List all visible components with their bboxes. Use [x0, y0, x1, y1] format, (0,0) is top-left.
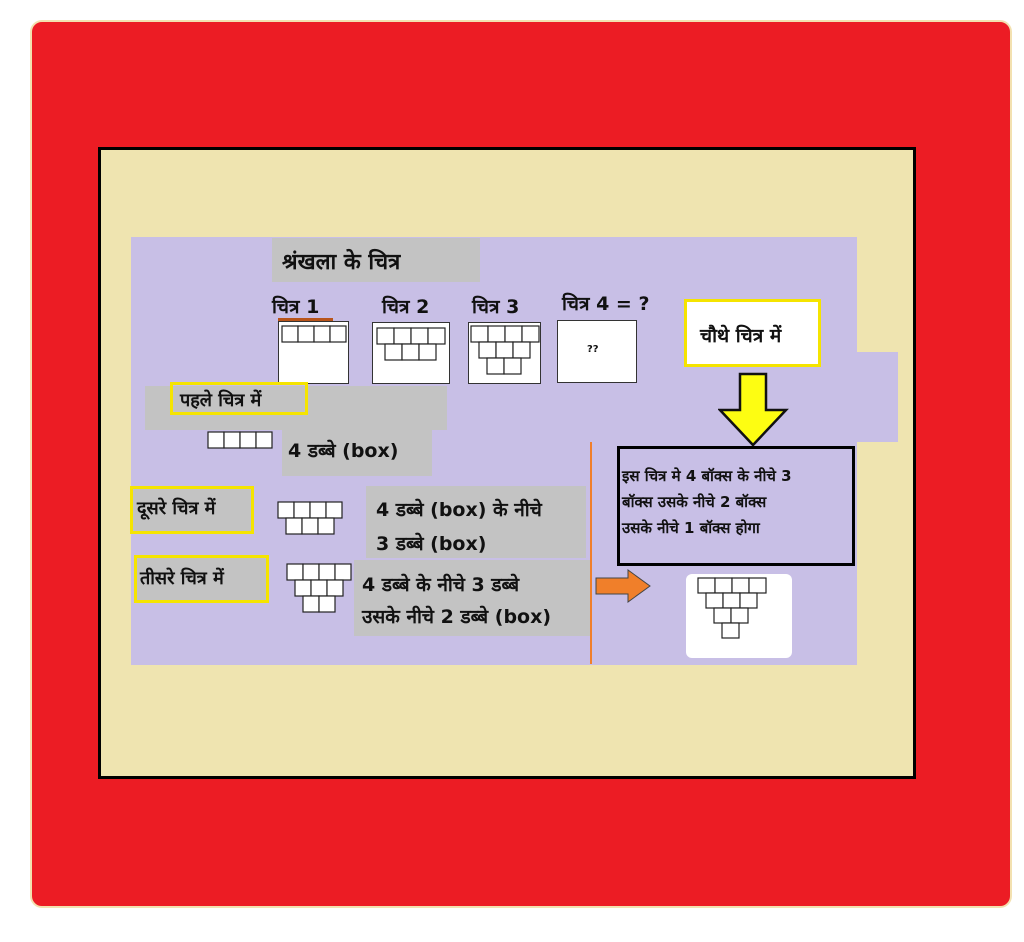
- figure-2-label: चित्र 2: [382, 296, 430, 318]
- figure-1-frame: [278, 321, 349, 384]
- section-divider: [590, 442, 592, 664]
- page-title: श्रंखला के चित्र: [282, 250, 401, 275]
- figure-4-frame: [557, 320, 637, 383]
- answer-figure-card: [686, 574, 792, 658]
- third-figure-desc-bar: [354, 560, 590, 636]
- fourth-figure-callout: [684, 299, 821, 367]
- second-figure-highlight: [130, 486, 254, 534]
- first-figure-bar: [145, 386, 447, 430]
- first-figure-desc: 4 डब्बे (box): [288, 440, 399, 462]
- figure-2-boxes: [376, 327, 446, 361]
- down-arrow-icon: [718, 372, 789, 447]
- figure-4-unknown: ??: [587, 344, 599, 355]
- second-figure-desc-bar: [366, 486, 586, 558]
- answer-box: [617, 446, 855, 566]
- third-figure-desc-line2: उसके नीचे 2 डब्बे (box): [362, 606, 552, 628]
- figure-1-label: चित्र 1: [272, 296, 320, 318]
- second-figure-label: दूसरे चित्र में: [137, 498, 216, 519]
- figure-3-label: चित्र 3: [472, 296, 520, 318]
- figure-2-frame: [372, 322, 450, 384]
- second-figure-boxes: [277, 501, 343, 535]
- answer-line-2: बॉक्स उसके नीचे 2 बॉक्स: [622, 493, 767, 511]
- figure-4-label: चित्र 4 = ?: [562, 293, 650, 315]
- fourth-figure-label: चौथे चित्र में: [700, 325, 782, 347]
- answer-figure-boxes: [697, 577, 767, 639]
- first-figure-highlight: [170, 382, 308, 415]
- second-figure-desc-line2: 3 डब्बे (box): [376, 533, 487, 555]
- lavender-board-tab: [845, 352, 898, 442]
- right-arrow-icon: [595, 569, 651, 603]
- title-bar: [272, 238, 480, 282]
- answer-line-1: इस चित्र मे 4 बॉक्स के नीचे 3: [622, 467, 792, 485]
- figure-1-boxes: [281, 325, 347, 343]
- first-figure-boxes: [207, 431, 273, 449]
- third-figure-highlight: [134, 555, 269, 603]
- second-figure-desc-line1: 4 डब्बे (box) के नीचे: [376, 499, 542, 521]
- figure-1-underline: [278, 318, 333, 322]
- third-figure-desc-line1: 4 डब्बे के नीचे 3 डब्बे: [362, 574, 520, 596]
- first-figure-label: पहले चित्र में: [180, 390, 262, 411]
- third-figure-boxes: [286, 563, 352, 613]
- third-figure-label: तीसरे चित्र में: [140, 568, 224, 589]
- figure-3-boxes: [470, 325, 540, 375]
- answer-line-3: उसके नीचे 1 बॉक्स होगा: [622, 519, 760, 537]
- figure-3-frame: [468, 322, 541, 384]
- first-figure-desc-bar: [282, 430, 432, 476]
